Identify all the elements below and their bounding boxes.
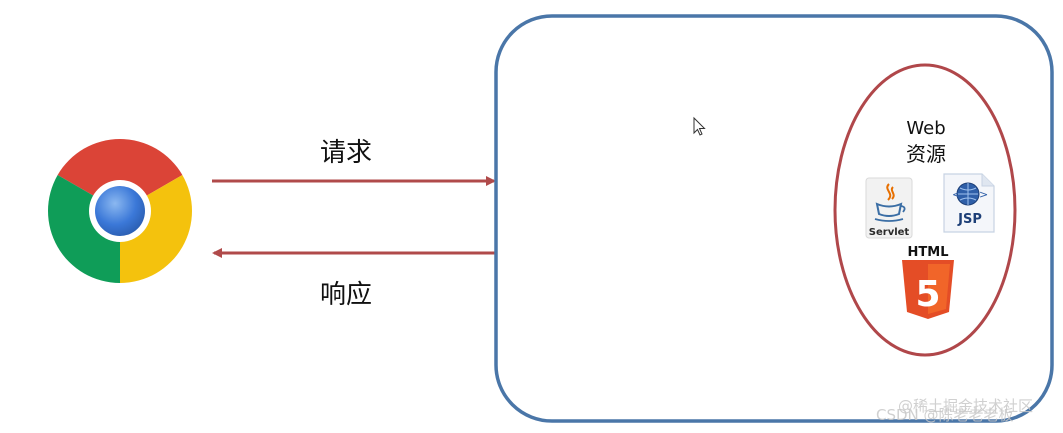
svg-text:>: > — [979, 188, 988, 201]
chrome-browser-icon — [48, 139, 192, 283]
servlet-label: Servlet — [869, 227, 910, 238]
response-label: 响应 — [320, 280, 372, 310]
html5-number: 5 — [915, 274, 940, 315]
svg-text:<: < — [952, 188, 961, 201]
jsp-label: JSP — [957, 212, 982, 227]
html-label: HTML — [908, 245, 949, 260]
web-resources-title-line1: Web — [906, 118, 945, 139]
html5-icon: HTML 5 — [902, 245, 954, 319]
jsp-file-icon: < > JSP — [943, 173, 995, 233]
web-resources-ellipse — [833, 63, 1017, 357]
mouse-cursor-icon — [693, 116, 706, 136]
web-resources-title-line2: 资源 — [906, 142, 946, 166]
server-box — [494, 14, 1054, 423]
watermark-back: @稀土掘金技术社区 — [898, 397, 1033, 415]
watermark-front: CSDN @陈老老老板 — [876, 406, 1014, 424]
request-label: 请求 — [320, 138, 372, 168]
java-servlet-icon: Servlet — [865, 177, 913, 239]
